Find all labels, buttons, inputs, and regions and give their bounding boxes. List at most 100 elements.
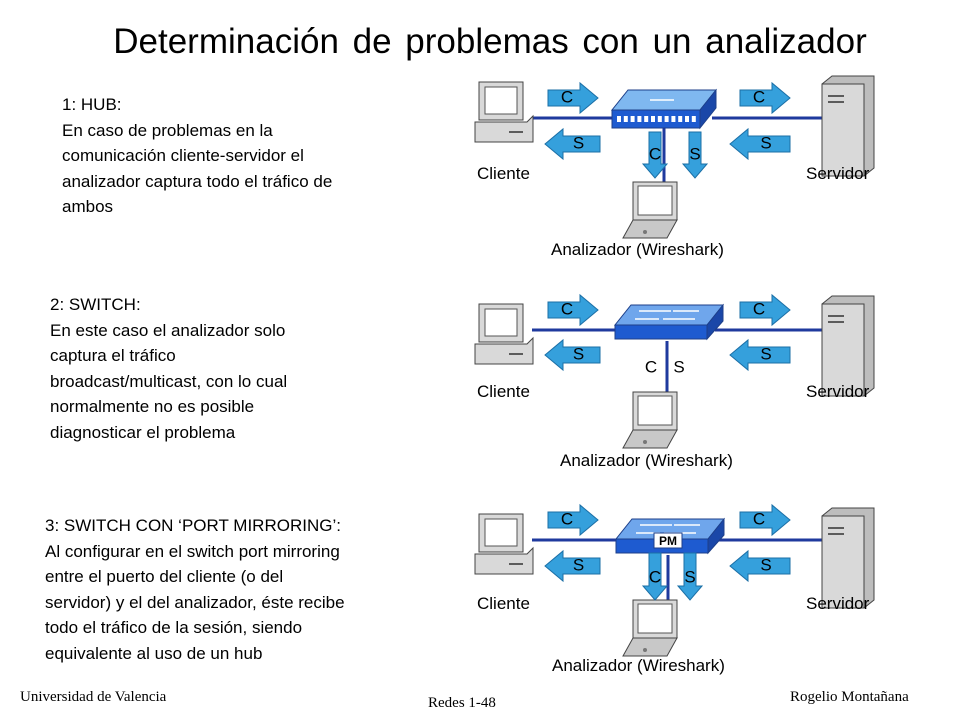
footer-left: Universidad de Valencia bbox=[20, 689, 167, 705]
arrow-label: S bbox=[760, 345, 771, 364]
text-line: En caso de problemas en la bbox=[62, 120, 273, 140]
analyzer-label: Analizador (Wireshark) bbox=[560, 451, 733, 470]
arrow-label: S bbox=[573, 556, 584, 575]
footer-center: Redes 1-48 bbox=[428, 695, 496, 711]
text-line: ambos bbox=[62, 197, 114, 216]
server-to-switch-arrow: S bbox=[729, 127, 791, 161]
switch-top bbox=[613, 304, 725, 326]
laptop-keyboard bbox=[622, 219, 678, 239]
client-label: Cliente bbox=[477, 382, 530, 401]
text-line: broadcast/multicast, con lo cual bbox=[50, 371, 288, 391]
hub-port bbox=[651, 116, 655, 122]
arrow-label: C bbox=[753, 88, 765, 107]
laptop-screen bbox=[637, 603, 673, 634]
arrow-label: C bbox=[561, 88, 573, 107]
hub-icon bbox=[610, 88, 718, 130]
switch-icon: PM bbox=[614, 517, 726, 555]
client-to-switch-arrow: C bbox=[547, 503, 599, 537]
hub-port bbox=[644, 116, 649, 122]
arrow-shape bbox=[547, 81, 599, 115]
diagram-1: C C S S C S bbox=[474, 75, 875, 239]
hub-port bbox=[657, 116, 662, 122]
text-line: captura el tráfico bbox=[50, 346, 176, 365]
laptop-screen bbox=[637, 185, 673, 216]
server-front bbox=[821, 83, 865, 177]
section-2-text: 2: SWITCH: En este caso el analizador so… bbox=[50, 292, 287, 445]
analyzer-traffic-c: C bbox=[649, 145, 661, 164]
section-1-text: 1: HUB: En caso de problemas en la comun… bbox=[62, 92, 332, 220]
arrow-label: S bbox=[573, 134, 584, 153]
screen bbox=[484, 308, 518, 337]
hub-port bbox=[678, 116, 683, 122]
text-line: normalmente no es posible bbox=[50, 397, 255, 416]
text-line: entre el puerto del cliente (o del bbox=[45, 567, 284, 586]
text-line: servidor) y el del analizador, éste reci… bbox=[45, 592, 345, 612]
client-label: Cliente bbox=[477, 594, 530, 613]
slide-title: Determinación de problemas con un analiz… bbox=[113, 22, 867, 61]
to-analyzer-arrow-s bbox=[681, 131, 709, 179]
arrow-shape bbox=[729, 338, 791, 372]
hub-front bbox=[611, 109, 701, 129]
laptop-pad bbox=[643, 648, 647, 652]
screen bbox=[484, 86, 518, 115]
arrow-shape bbox=[544, 127, 601, 161]
arrow-label: C bbox=[561, 300, 573, 319]
text-line: analizador captura todo el tráfico de bbox=[62, 171, 333, 191]
arrow-label: C bbox=[753, 300, 765, 319]
server-icon bbox=[821, 295, 875, 397]
client-pc-icon bbox=[474, 81, 534, 143]
client-label: Cliente bbox=[477, 164, 530, 183]
switch-to-server-arrow: C bbox=[739, 81, 791, 115]
server-to-switch-arrow: S bbox=[729, 338, 791, 372]
analyzer-traffic-c: C bbox=[645, 358, 657, 377]
hub-port bbox=[691, 116, 696, 122]
text-line: equivalente al uso de un hub bbox=[45, 643, 263, 663]
laptop-keyboard bbox=[622, 637, 678, 657]
switch-front bbox=[614, 324, 708, 340]
text-line: 1: HUB: bbox=[62, 95, 122, 114]
server-front bbox=[821, 515, 865, 609]
analyzer-label: Analizador (Wireshark) bbox=[551, 240, 724, 259]
arrow-shape bbox=[729, 127, 791, 161]
switch-icon bbox=[613, 303, 725, 341]
client-to-switch-arrow: C bbox=[547, 81, 599, 115]
laptop-keyboard bbox=[622, 429, 678, 449]
client-pc-icon bbox=[474, 513, 534, 575]
footer-right: Rogelio Montañana bbox=[790, 689, 909, 705]
text-line: 2: SWITCH: bbox=[50, 295, 141, 314]
arrow-label: C bbox=[561, 510, 573, 529]
hub-port bbox=[664, 116, 669, 122]
arrow-label: S bbox=[573, 345, 584, 364]
switch-to-client-arrow: S bbox=[544, 549, 601, 583]
to-analyzer-arrow-c bbox=[641, 552, 669, 601]
section-3-text: 3: SWITCH CON ‘PORT MIRRORING’: Al confi… bbox=[45, 513, 345, 666]
arrow-shape bbox=[739, 503, 791, 537]
analyzer-traffic-s: S bbox=[689, 145, 700, 164]
analyzer-laptop-icon bbox=[622, 391, 678, 449]
arrow-shape bbox=[547, 293, 599, 327]
server-icon bbox=[821, 75, 875, 177]
to-analyzer-arrow-c bbox=[641, 131, 669, 179]
analyzer-label: Analizador (Wireshark) bbox=[552, 656, 725, 675]
hub-port bbox=[623, 116, 628, 122]
arrow-shape bbox=[547, 503, 599, 537]
text-line: 3: SWITCH CON ‘PORT MIRRORING’: bbox=[45, 516, 341, 535]
server-front bbox=[821, 303, 865, 397]
analyzer-traffic-c: C bbox=[649, 568, 661, 587]
server-label: Servidor bbox=[806, 164, 870, 183]
server-label: Servidor bbox=[806, 382, 870, 401]
analyzer-laptop-icon bbox=[622, 599, 678, 657]
pc-base bbox=[474, 336, 534, 365]
hub-port bbox=[685, 116, 689, 122]
hub-port bbox=[637, 116, 642, 122]
client-pc-icon bbox=[474, 303, 534, 365]
text-line: Al configurar en el switch port mirrorin… bbox=[45, 541, 340, 561]
arrow-shape bbox=[544, 338, 601, 372]
hub-port bbox=[617, 116, 621, 122]
text-line: En este caso el analizador solo bbox=[50, 320, 286, 340]
pm-badge-label: PM bbox=[659, 534, 677, 548]
analyzer-traffic-s: S bbox=[673, 358, 684, 377]
